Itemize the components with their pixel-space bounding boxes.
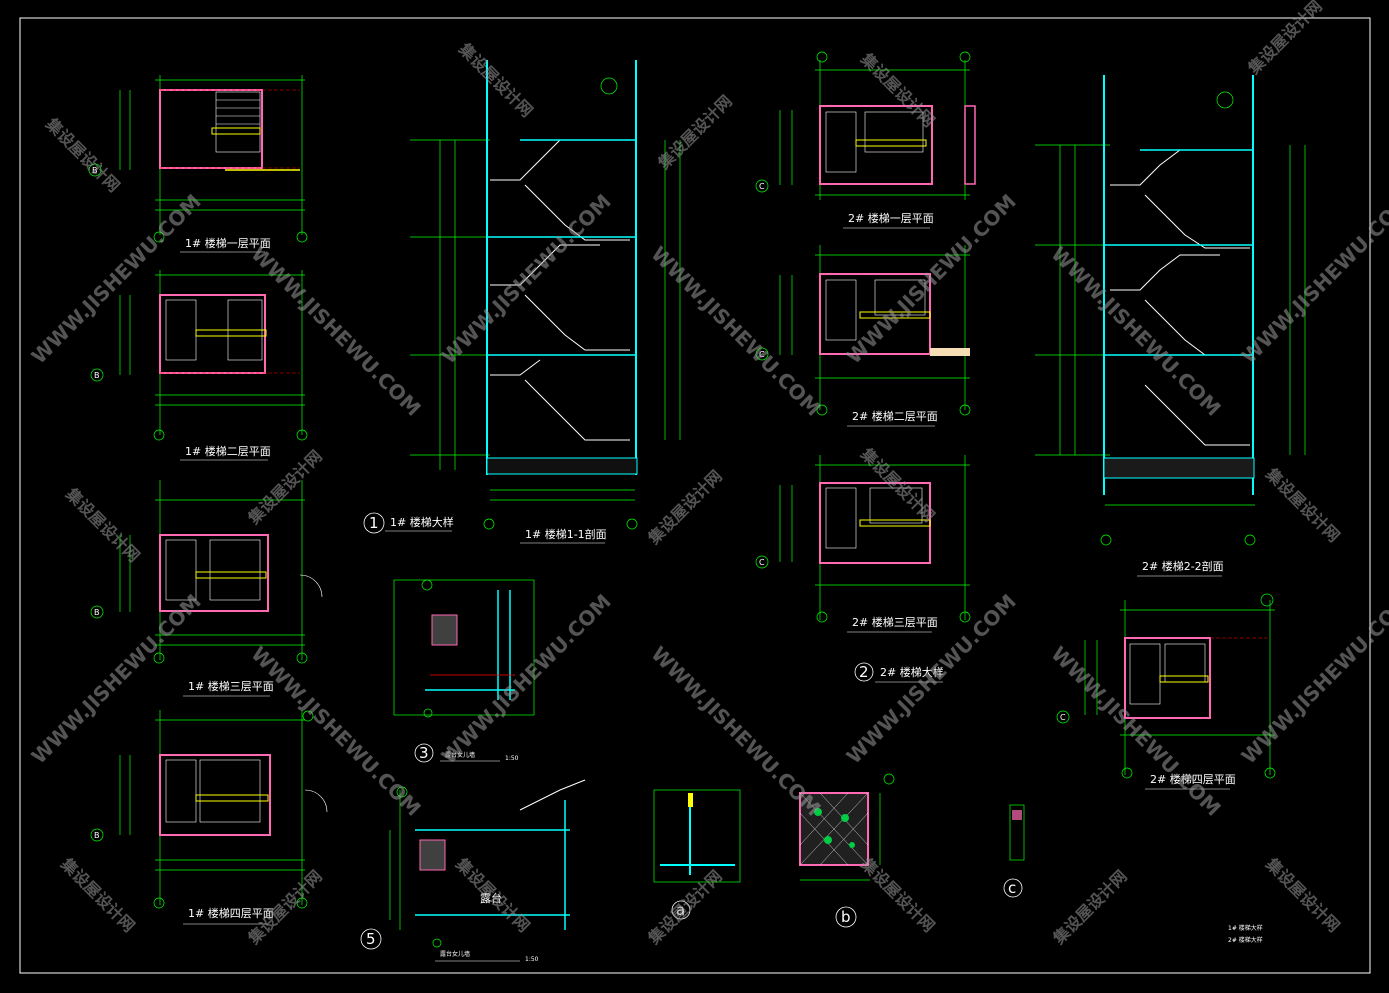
detail-title: 露台女儿墙 xyxy=(445,751,475,759)
detail-title: 露台女儿墙 xyxy=(440,950,470,958)
watermark-brand: 集设屋设计网 xyxy=(1244,0,1326,79)
title-block-line: 1# 楼梯大样 xyxy=(1228,924,1263,932)
watermark-url: WWW.JISHEWU.COM xyxy=(27,189,206,368)
watermark-url: WWW.JISHEWU.COM xyxy=(27,589,206,768)
detail-title: 1# 楼梯大样 xyxy=(390,515,454,529)
watermark-brand: 集设屋设计网 xyxy=(61,484,143,566)
watermark-brand: 集设屋设计网 xyxy=(856,49,938,131)
watermark-brand: 集设屋设计网 xyxy=(454,39,536,121)
plan-title: 2# 楼梯四层平面 xyxy=(1150,772,1236,786)
plan-title: 2# 楼梯一层平面 xyxy=(848,211,934,225)
plan-2-floor-4: C 2# 楼梯四层平面 xyxy=(1056,593,1276,790)
watermark-url: WWW.JISHEWU.COM xyxy=(1046,642,1225,821)
detail-a: a xyxy=(653,789,741,920)
plan-title: 2# 楼梯二层平面 xyxy=(852,409,938,423)
plan-2-floor-1: C 2# 楼梯一层平面 xyxy=(755,51,976,229)
detail-c: c xyxy=(1003,804,1025,898)
detail-number: 3 xyxy=(419,744,429,762)
axis-tag: C xyxy=(759,182,765,191)
plan-title: 1# 楼梯一层平面 xyxy=(185,236,271,250)
detail-letter: c xyxy=(1008,879,1016,897)
detail-number: 1 xyxy=(369,514,379,532)
detail-number: 5 xyxy=(366,930,376,948)
watermark-url: WWW.JISHEWU.COM xyxy=(437,189,616,368)
section-title: 1# 楼梯1-1剖面 xyxy=(525,527,607,541)
watermark-url: WWW.JISHEWU.COM xyxy=(646,242,825,421)
title-block-line: 2# 楼梯大样 xyxy=(1228,936,1263,944)
axis-tag: B xyxy=(92,166,98,175)
detail-title: 2# 楼梯大样 xyxy=(880,665,944,679)
detail-3: 3 露台女儿墙 1:50 xyxy=(393,579,535,763)
detail-letter: b xyxy=(841,908,851,926)
watermark-brand: 集设屋设计网 xyxy=(1261,464,1343,546)
watermark-url: WWW.JISHEWU.COM xyxy=(437,589,616,768)
detail-scale: 1:50 xyxy=(525,956,539,963)
plan-title: 2# 楼梯三层平面 xyxy=(852,615,938,629)
watermark-url: WWW.JISHEWU.COM xyxy=(246,242,425,421)
detail-5: 露台 5 露台女儿墙 1:50 xyxy=(360,779,586,963)
detail-number: 2 xyxy=(859,663,869,681)
axis-tag: B xyxy=(94,371,100,380)
watermark-brand: 集设屋设计网 xyxy=(451,854,533,936)
plan-2-floor-2: C 2# 楼梯二层平面 xyxy=(755,245,971,427)
plan-title: 1# 楼梯二层平面 xyxy=(185,444,271,458)
sheet-border xyxy=(19,17,1371,974)
detail-letter: a xyxy=(676,901,685,919)
axis-tag: C xyxy=(759,558,765,567)
watermark-url: WWW.JISHEWU.COM xyxy=(1237,589,1389,768)
watermark-brand: 集设屋设计网 xyxy=(56,854,138,936)
plan-2-floor-3: C 2# 楼梯三层平面 2 2# 楼梯大样 xyxy=(755,455,971,683)
detail-b: b xyxy=(799,773,895,928)
watermark-brand: 集设屋设计网 xyxy=(644,867,726,949)
section-2-2: 2# 楼梯2-2剖面 xyxy=(1035,75,1306,577)
section-title: 2# 楼梯2-2剖面 xyxy=(1142,559,1224,573)
axis-tag: B xyxy=(94,608,100,617)
plan-1-floor-2: B 1# 楼梯二层平面 xyxy=(90,270,308,461)
plan-1-floor-1: B 1# 楼梯一层平面 xyxy=(88,75,308,253)
detail-scale: 1:50 xyxy=(505,755,519,762)
watermark-brand: 集设屋设计网 xyxy=(856,444,938,526)
axis-tag: B xyxy=(94,831,100,840)
watermark-brand: 集设屋设计网 xyxy=(244,447,326,529)
plan-title: 1# 楼梯四层平面 xyxy=(188,906,274,920)
section-1-1: 1 1# 楼梯大样 1# 楼梯1-1剖面 xyxy=(363,60,681,544)
watermark-brand: 集设屋设计网 xyxy=(856,854,938,936)
plan-1-floor-4: B 1# 楼梯四层平面 xyxy=(90,710,328,925)
watermark-url: WWW.JISHEWU.COM xyxy=(1237,189,1389,368)
plan-1-floor-3: B 1# 楼梯三层平面 xyxy=(90,480,323,697)
watermark-brand: 集设屋设计网 xyxy=(1261,854,1343,936)
watermark-url: WWW.JISHEWU.COM xyxy=(1046,242,1225,421)
watermark-url: WWW.JISHEWU.COM xyxy=(246,642,425,821)
plan-title: 1# 楼梯三层平面 xyxy=(188,679,274,693)
watermark-brand: 集设屋设计网 xyxy=(654,92,736,174)
axis-tag: C xyxy=(759,350,765,359)
watermark-brand: 集设屋设计网 xyxy=(644,467,726,549)
axis-tag: C xyxy=(1060,713,1066,722)
watermark-url: WWW.JISHEWU.COM xyxy=(646,642,825,821)
watermark-brand: 集设屋设计网 xyxy=(1049,867,1131,949)
terrace-label: 露台 xyxy=(480,891,502,905)
watermark-brand: 集设屋设计网 xyxy=(41,114,123,196)
